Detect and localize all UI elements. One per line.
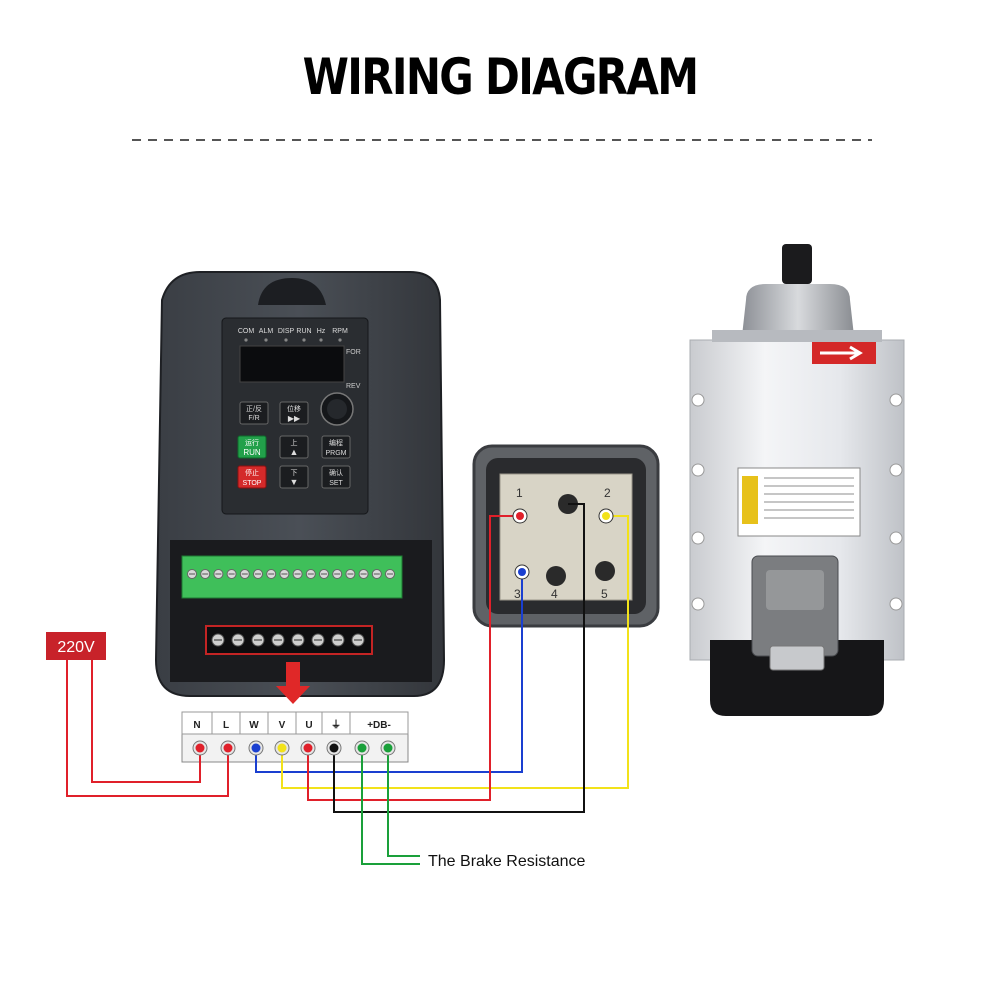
pin-4-label: 4 xyxy=(551,587,558,601)
prgm-key[interactable]: 编程 PRGM xyxy=(321,435,351,459)
pin-1-label: 1 xyxy=(516,486,523,500)
svg-text:上: 上 xyxy=(291,438,298,447)
pin-5-label: 5 xyxy=(601,587,608,601)
wire-5 xyxy=(333,503,585,813)
svg-text:运行: 运行 xyxy=(245,438,259,447)
terminal-dot-0 xyxy=(195,743,205,753)
terminal-dot-6 xyxy=(357,743,367,753)
terminal-dot-1 xyxy=(223,743,233,753)
shift-key[interactable]: 位移 ▶▶ xyxy=(279,401,309,425)
pin-2-label: 2 xyxy=(604,486,611,500)
terminal-label-6: +DB- xyxy=(367,720,391,731)
svg-text:▲: ▲ xyxy=(290,447,299,457)
set-key[interactable]: 确认 SET xyxy=(321,465,351,489)
led-display xyxy=(239,345,345,383)
svg-text:220V: 220V xyxy=(57,639,95,656)
indicator-rpm: RPM xyxy=(332,328,348,335)
stop-key[interactable]: 停止 STOP xyxy=(237,465,267,489)
run-key[interactable]: 运行 RUN xyxy=(237,435,267,459)
svg-text:▼: ▼ xyxy=(290,477,299,487)
terminal-label-3: V xyxy=(279,720,286,731)
terminal-label-0: N xyxy=(193,720,200,731)
wire-3 xyxy=(281,515,629,789)
svg-text:位移: 位移 xyxy=(287,404,301,413)
pin-dot-0 xyxy=(516,512,524,520)
page-title: WIRING DIAGRAM xyxy=(302,48,699,106)
wire-7 xyxy=(387,748,420,857)
svg-text:确认: 确认 xyxy=(329,468,343,477)
wires xyxy=(66,503,629,865)
down-arrow-icon xyxy=(276,662,310,704)
pin-dot-2 xyxy=(518,568,526,576)
svg-text:编程: 编程 xyxy=(329,438,343,447)
terminal-strip: N L W V U ⏚ +DB- xyxy=(181,711,409,763)
terminal-label-1: L xyxy=(223,720,229,731)
svg-text:F/R: F/R xyxy=(248,415,259,422)
svg-text:▶▶: ▶▶ xyxy=(288,414,301,423)
svg-text:正/反: 正/反 xyxy=(246,404,262,413)
indicator-run: RUN xyxy=(296,328,311,335)
terminal-dot-4 xyxy=(303,743,313,753)
motor-connector: 1 2 3 4 5 xyxy=(472,444,660,628)
terminal-dot-3 xyxy=(277,743,287,753)
terminal-label-2: W xyxy=(249,720,259,731)
terminal-screws xyxy=(187,569,395,579)
svg-text:下: 下 xyxy=(291,469,298,477)
indicator-hz: Hz xyxy=(317,328,326,335)
terminal-connectors xyxy=(192,508,614,756)
supply-voltage-label: 220V xyxy=(46,632,106,660)
pin-3-label: 3 xyxy=(514,587,521,601)
terminal-label-4: U xyxy=(305,720,312,731)
terminal-label-5: ⏚ xyxy=(331,719,341,731)
down-key[interactable]: 下 ▼ xyxy=(279,465,309,489)
wire-1 xyxy=(66,660,229,797)
pin-dot-1 xyxy=(602,512,610,520)
indicator-alm: ALM xyxy=(259,328,274,335)
for-label: FOR xyxy=(346,349,361,356)
svg-text:SET: SET xyxy=(329,480,343,487)
indicator-disp: DISP xyxy=(278,328,295,335)
svg-text:停止: 停止 xyxy=(245,468,259,477)
fr-key[interactable]: 正/反 F/R xyxy=(239,401,269,425)
wire-6 xyxy=(361,748,420,865)
svg-text:PRGM: PRGM xyxy=(326,450,347,457)
power-terminal-block xyxy=(205,625,373,655)
indicator-com: COM xyxy=(238,328,255,335)
wire-0 xyxy=(91,660,201,783)
terminal-dot-2 xyxy=(251,743,261,753)
svg-text:RUN: RUN xyxy=(243,448,261,457)
brake-resistance-label: The Brake Resistance xyxy=(428,853,586,870)
spindle-motor xyxy=(689,244,905,716)
terminal-dot-5 xyxy=(329,743,339,753)
rev-label: REV xyxy=(346,383,361,390)
svg-text:STOP: STOP xyxy=(243,480,262,487)
terminal-dot-7 xyxy=(383,743,393,753)
up-key[interactable]: 上 ▲ xyxy=(279,435,309,459)
wire-4 xyxy=(307,515,520,801)
